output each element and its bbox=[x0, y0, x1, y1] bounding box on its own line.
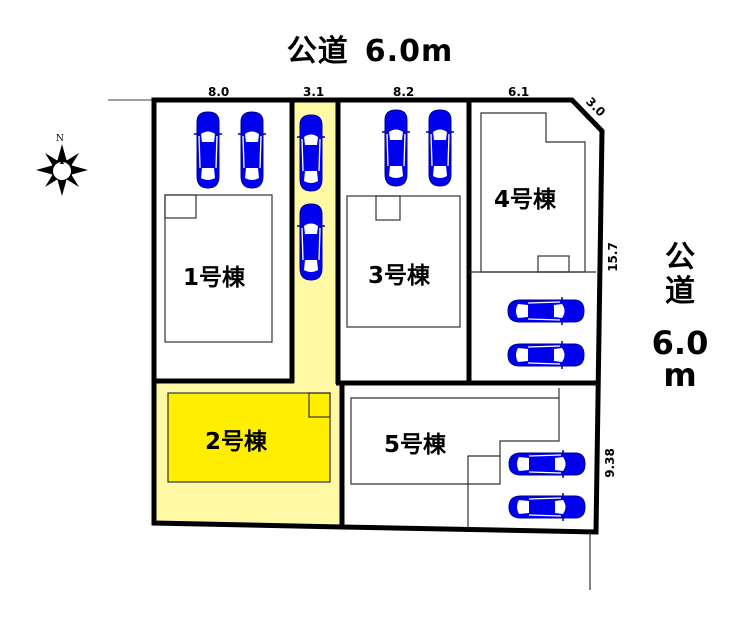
parking-car-icon bbox=[237, 111, 267, 189]
lot-3-building bbox=[346, 195, 461, 328]
parking-car-icon bbox=[508, 492, 586, 522]
compass-icon bbox=[36, 144, 88, 196]
lot-2-building bbox=[167, 392, 331, 483]
road-right-label: 公 道 6.0 m bbox=[650, 240, 710, 394]
dim-right-lower: 9.38 bbox=[602, 448, 617, 478]
road-top-label: 公道 6.0m bbox=[0, 26, 740, 70]
dim-top-lot1: 8.0 bbox=[208, 85, 230, 99]
parking-car-icon bbox=[507, 340, 585, 370]
road-right-unit: m bbox=[663, 356, 697, 394]
parking-car-icon bbox=[507, 296, 585, 326]
road-right-char-2: 道 bbox=[665, 274, 695, 309]
parking-car-icon bbox=[425, 109, 455, 187]
parking-car-icon bbox=[296, 203, 326, 281]
lot-1-building bbox=[164, 194, 273, 343]
parking-car-icon bbox=[296, 114, 326, 192]
road-right-char-1: 公 bbox=[665, 240, 695, 275]
road-top-width: 6.0m bbox=[364, 34, 454, 69]
compass-north-label: N bbox=[56, 134, 64, 144]
dim-top-lot3: 8.2 bbox=[393, 85, 415, 99]
road-top-name: 公道 bbox=[286, 34, 349, 69]
road-right-width: 6.0 bbox=[651, 324, 709, 362]
dim-top-lot4: 6.1 bbox=[508, 85, 530, 99]
dim-top-lot2: 3.1 bbox=[303, 85, 325, 99]
lot-3-label: 3号棟 bbox=[368, 263, 431, 289]
parking-car-icon bbox=[193, 111, 223, 189]
lot-1-label: 1号棟 bbox=[183, 265, 246, 291]
dim-right-upper: 15.7 bbox=[605, 242, 620, 272]
lot-5-label: 5号棟 bbox=[384, 432, 447, 458]
lot-4-label: 4号棟 bbox=[494, 187, 557, 213]
parking-car-icon bbox=[381, 109, 411, 187]
parking-car-icon bbox=[508, 449, 586, 479]
site-boundary bbox=[151, 97, 605, 535]
lot-2-label: 2号棟 bbox=[205, 429, 268, 455]
